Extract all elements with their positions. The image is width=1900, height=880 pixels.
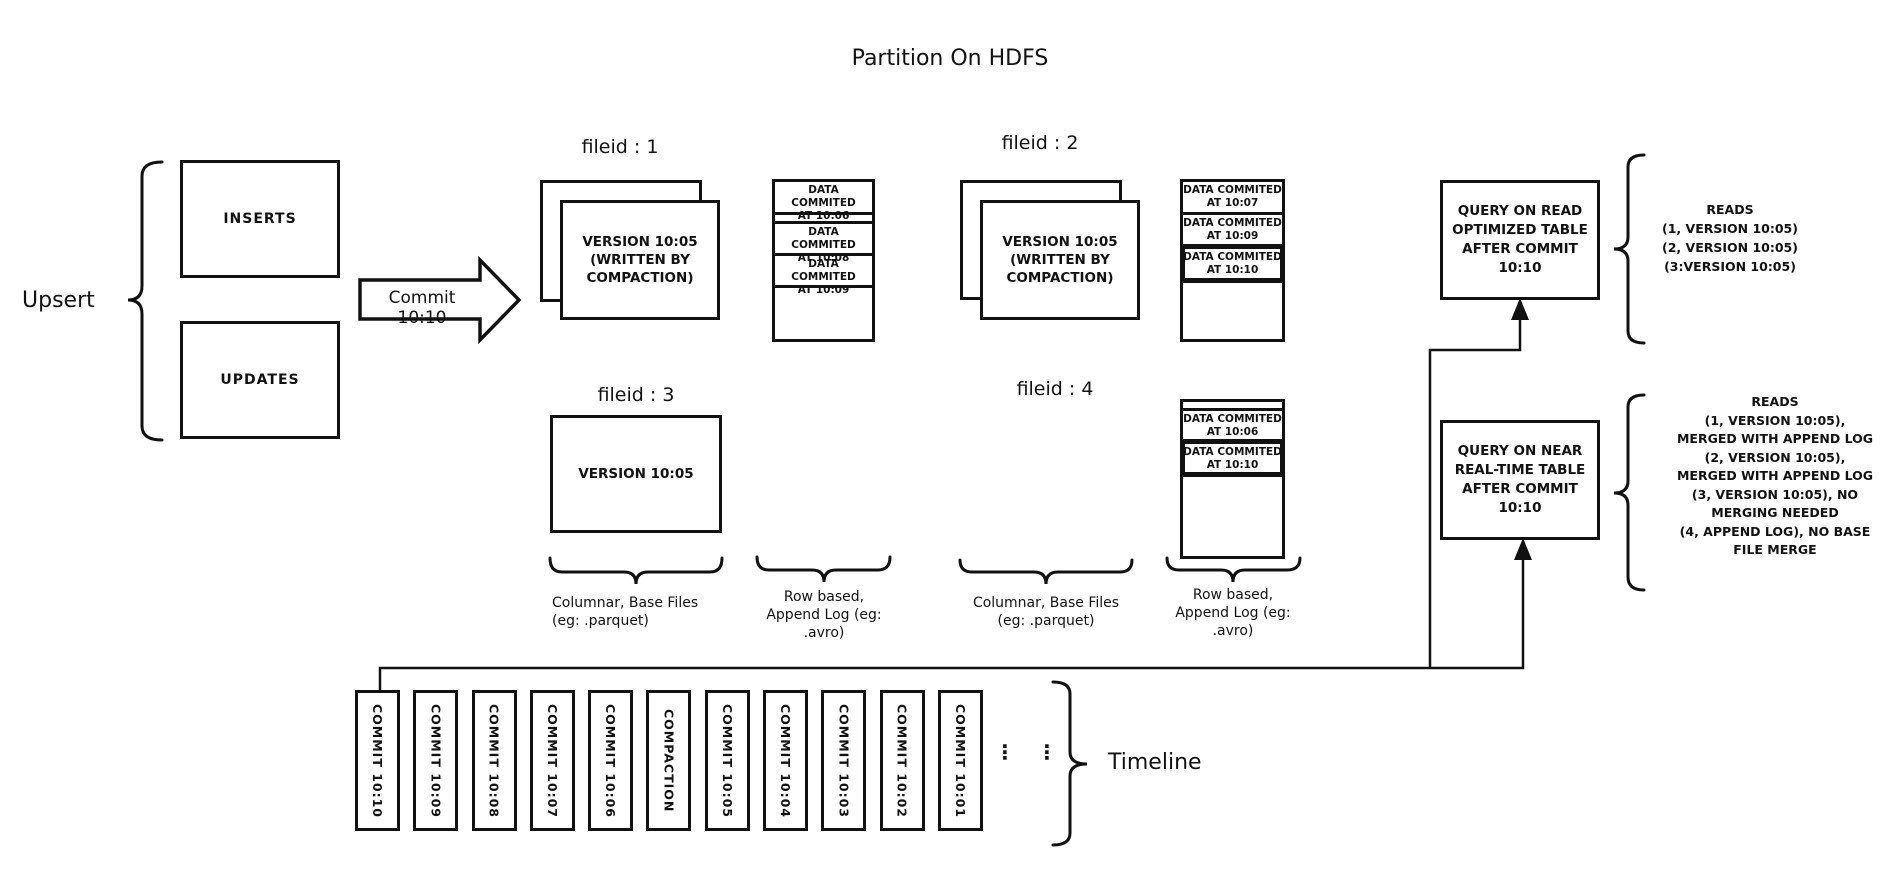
timeline-label: Timeline xyxy=(1108,750,1202,775)
caption-rowlog-2: Row based, Append Log (eg: .avro) xyxy=(1175,587,1291,639)
columnar-brace-2 xyxy=(958,558,1134,585)
branch-to-read-optimized-line xyxy=(1428,306,1522,668)
timeline-commit-box: COMMIT 10:05 xyxy=(704,690,750,831)
fileid-1-label: fileid : 1 xyxy=(581,136,659,158)
timeline-brace xyxy=(1051,680,1088,847)
timeline-commit-box: COMMIT 10:01 xyxy=(937,690,983,831)
arrow-up-icon xyxy=(1514,538,1532,560)
timeline-ellipsis-icon: ⋮ xyxy=(1037,740,1057,764)
reads-read-optimized-text: READS (1, VERSION 10:05) (2, VERSION 10:… xyxy=(1662,202,1798,274)
fileid-1-log-file: DATA COMMITED AT 10:06 DATA COMMITED AT … xyxy=(772,179,875,342)
log-cell: DATA COMMITED AT 10:07 xyxy=(1183,182,1282,215)
timeline-compaction-box: COMPACTION xyxy=(646,690,692,831)
timeline-commit-box: COMMIT 10:10 xyxy=(355,690,400,831)
query-near-real-time-box: QUERY ON NEAR REAL-TIME TABLE AFTER COMM… xyxy=(1440,420,1600,540)
rowlog-brace-1 xyxy=(755,555,892,583)
fileid-2-base-file: VERSION 10:05 (WRITTEN BY COMPACTION) xyxy=(980,200,1140,320)
commit-arrow-shape xyxy=(358,255,522,345)
upsert-brace xyxy=(127,160,164,442)
reads-brace-2 xyxy=(1613,393,1646,592)
columnar-brace-1 xyxy=(548,556,724,585)
fileid-3-label: fileid : 3 xyxy=(597,384,675,406)
caption-columnar-1: Columnar, Base Files (eg: .parquet) xyxy=(552,595,699,629)
caption-columnar-2: Columnar, Base Files (eg: .parquet) xyxy=(972,595,1120,629)
fileid-2-log-file: DATA COMMITED AT 10:07 DATA COMMITED AT … xyxy=(1180,179,1285,342)
log-cell: DATA COMMITED AT 10:06 xyxy=(1183,411,1282,442)
reads-brace-1 xyxy=(1613,153,1646,345)
page-title: Partition On HDFS xyxy=(851,46,1049,71)
rowlog-brace-2 xyxy=(1165,556,1302,583)
fileid-4-label: fileid : 4 xyxy=(1016,378,1094,400)
timeline-commit-box: COMMIT 10:06 xyxy=(588,690,634,831)
timeline-commit-box: COMMIT 10:04 xyxy=(763,690,809,831)
fileid-4-log-file: DATA COMMITED AT 10:06 DATA COMMITED AT … xyxy=(1180,399,1285,559)
arrow-up-icon xyxy=(1511,298,1529,320)
commit-arrow-label: Commit 10:10 xyxy=(388,288,456,328)
log-cell-new: DATA COMMITED AT 10:10 xyxy=(1183,442,1282,477)
fileid-3-base-file: VERSION 10:05 xyxy=(550,415,722,533)
timeline-commit-box: COMMIT 10:08 xyxy=(471,690,517,831)
fileid-2-label: fileid : 2 xyxy=(1001,132,1079,154)
log-cell-new: DATA COMMITED AT 10:10 xyxy=(1183,247,1282,283)
timeline-commit-box: COMMIT 10:02 xyxy=(879,690,925,831)
log-gap xyxy=(1183,402,1282,411)
log-cell: DATA COMMITED AT 10:06 xyxy=(775,182,872,222)
timeline-ellipsis-icon: ⋮ xyxy=(995,740,1015,764)
inserts-box: INSERTS xyxy=(180,160,340,278)
timeline-commit-box: COMMIT 10:07 xyxy=(529,690,575,831)
query-read-optimized-box: QUERY ON READ OPTIMIZED TABLE AFTER COMM… xyxy=(1440,180,1600,300)
timeline-commit-box: COMMIT 10:03 xyxy=(821,690,867,831)
caption-rowlog-1: Row based, Append Log (eg: .avro) xyxy=(766,589,882,641)
timeline-commit-box: COMMIT 10:09 xyxy=(413,690,459,831)
log-cell: DATA COMMITED AT 10:09 xyxy=(775,256,872,296)
log-cell: DATA COMMITED AT 10:08 xyxy=(775,224,872,264)
updates-box: UPDATES xyxy=(180,321,340,439)
log-cell: DATA COMMITED AT 10:09 xyxy=(1183,215,1282,247)
log-gap xyxy=(775,215,872,224)
timeline-row: COMMIT 10:10 COMMIT 10:09 COMMIT 10:08 C… xyxy=(355,690,983,831)
reads-near-real-time-text: READS (1, VERSION 10:05), MERGED WITH AP… xyxy=(1676,394,1874,557)
upsert-label: Upsert xyxy=(22,288,95,313)
timeline-to-queries-line xyxy=(378,544,1525,690)
fileid-1-base-file: VERSION 10:05 (WRITTEN BY COMPACTION) xyxy=(560,200,720,320)
